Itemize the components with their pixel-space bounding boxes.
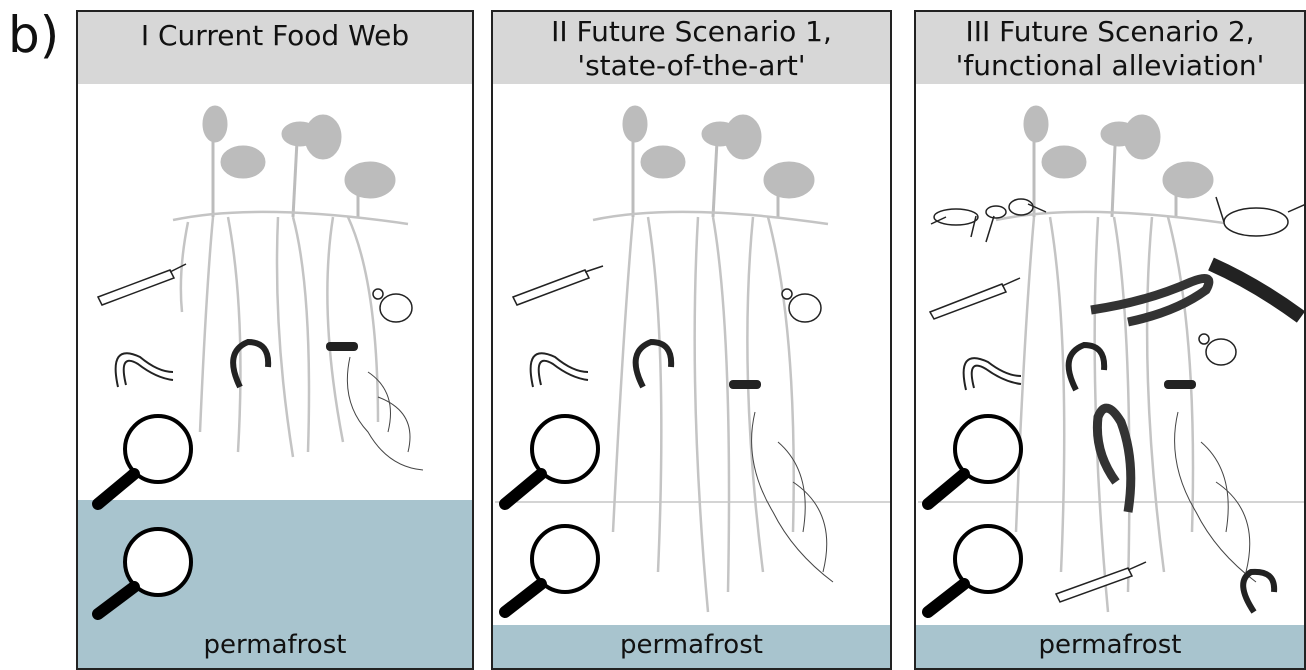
magnifier-icon — [499, 524, 600, 618]
nematode-icon — [114, 352, 174, 388]
permafrost-layer: permafrost — [916, 625, 1304, 668]
panel-title-line1: I Current Food Web — [140, 19, 410, 52]
earthworm-icon — [1090, 273, 1214, 327]
panel-title-line1: III Future Scenario 2, — [965, 15, 1255, 48]
panel-illustration — [495, 105, 890, 618]
larva-icon — [1164, 380, 1196, 389]
fungal-hyphae-icon — [346, 356, 424, 471]
permafrost-label: permafrost — [620, 630, 763, 660]
permafrost-label: permafrost — [1038, 630, 1182, 660]
panel-title: III Future Scenario 2, 'functional allev… — [916, 12, 1304, 84]
panel-title: I Current Food Web — [78, 12, 472, 84]
larva-icon — [729, 380, 761, 389]
larva-icon — [326, 342, 358, 351]
permafrost-layer: permafrost — [493, 625, 890, 668]
plant-icon — [1023, 105, 1214, 218]
springtail-icon — [96, 263, 187, 306]
root-system-icon — [995, 210, 1232, 613]
plant-icon — [202, 105, 396, 218]
permafrost-label: permafrost — [203, 630, 347, 660]
panel-current-food-web: permafrost — [76, 10, 474, 670]
magnifier-icon — [92, 414, 193, 510]
panel-future-scenario-1: permafrost — [491, 10, 892, 670]
panel-future-scenario-2: permafrost — [914, 10, 1306, 670]
earthworm-icon — [1092, 403, 1136, 513]
magnifier-icon — [499, 414, 600, 510]
mite-icon — [1198, 333, 1237, 366]
springtail-icon — [928, 277, 1021, 320]
enchytraeid-worm-icon — [230, 338, 272, 389]
plant-icon — [622, 105, 815, 218]
nematode-icon — [962, 357, 1022, 391]
panel-title: II Future Scenario 1, 'state-of-the-art' — [493, 12, 890, 84]
ant-icon — [930, 198, 1047, 243]
magnifier-icon — [92, 527, 193, 620]
springtail-icon — [511, 265, 604, 306]
root-system-icon — [172, 210, 409, 458]
panel-title-line2: 'state-of-the-art' — [577, 49, 806, 82]
enchytraeid-worm-icon — [632, 338, 675, 389]
mite-icon — [781, 288, 822, 323]
isopod-icon — [1215, 196, 1304, 237]
mite-icon — [372, 288, 413, 323]
fungal-hyphae-icon — [1174, 411, 1257, 583]
root-system-icon — [592, 210, 829, 613]
panel-title-line2: 'functional alleviation' — [955, 49, 1265, 82]
magnifier-icon — [922, 414, 1023, 510]
springtail-icon — [1054, 561, 1147, 603]
nematode-icon — [529, 352, 589, 388]
panel-title-line1: II Future Scenario 1, — [551, 15, 832, 48]
panel-illustration — [92, 105, 424, 620]
enchytraeid-worm-icon — [1065, 341, 1108, 392]
enchytraeid-worm-icon — [1240, 568, 1278, 614]
fungal-hyphae-icon — [751, 411, 834, 583]
panel-illustration — [918, 105, 1304, 618]
figure-label: b) — [8, 6, 60, 64]
magnifier-icon — [922, 524, 1023, 618]
millipede-icon — [1208, 257, 1304, 323]
